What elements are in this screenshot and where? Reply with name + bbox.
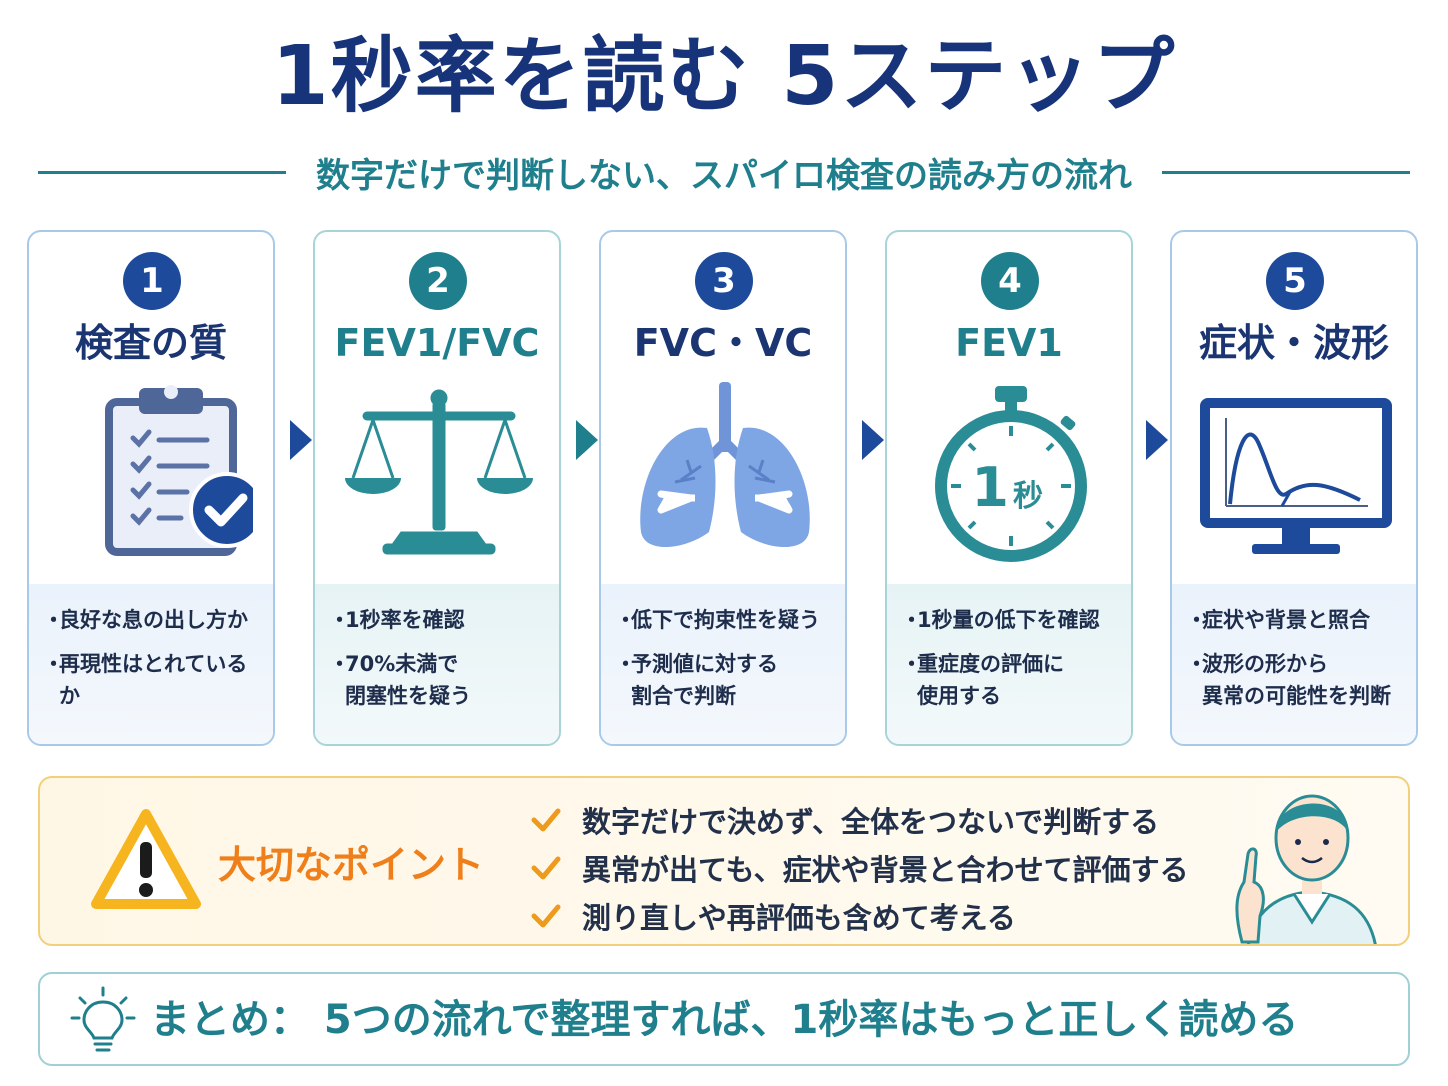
step-card-1: 1 検査の質 ・良好な息の出し方か ・再現性はとれているか <box>27 230 275 746</box>
bullet-item: ・重症度の評価に 使用する <box>901 652 1064 708</box>
subtitle: 数字だけで判断しない、スパイロ検査の読み方の流れ <box>316 155 1132 196</box>
check-icon <box>531 808 561 832</box>
step-card-4: 4 FEV1 1 秒 ・1秒量の低下を確認 ・重症度の評価に 使用する <box>885 230 1133 746</box>
bullet-item: ・1秒率を確認 <box>329 608 465 632</box>
step-number-badge: 3 <box>695 252 753 310</box>
step-heading: 症状・波形 <box>1198 321 1389 365</box>
step-bullets: ・1秒量の低下を確認 ・重症度の評価に 使用する <box>887 584 1131 744</box>
point-item: 異常が出ても、症状や背景と合わせて評価する <box>524 844 1189 892</box>
arrow-right-icon <box>290 420 312 460</box>
balance-scale-icon <box>345 389 533 555</box>
step-card-5: 5 症状・波形 ・症状や背景と照合 ・波形の形から 異常の可能性を判断 <box>1170 230 1418 746</box>
point-list: 数字だけで決めず、全体をつないで判断する 異常が出ても、症状や背景と合わせて評価… <box>524 796 1189 940</box>
stopwatch-icon: 1 秒 <box>935 386 1087 562</box>
summary-text: まとめ： 5つの流れで整理すれば、1秒率はもっと正しく読める <box>150 997 1299 1043</box>
bullet-item: ・良好な息の出し方か <box>43 608 248 632</box>
arrow-right-icon <box>1146 420 1168 460</box>
clipboard-check-icon <box>105 385 253 556</box>
subtitle-rule-left <box>38 170 286 174</box>
subtitle-row: 数字だけで判断しない、スパイロ検査の読み方の流れ <box>38 146 1410 198</box>
bullet-item: ・波形の形から 異常の可能性を判断 <box>1186 652 1391 708</box>
arrow-right-icon <box>576 420 598 460</box>
check-icon <box>531 856 561 880</box>
step-number-badge: 1 <box>123 252 181 310</box>
subtitle-rule-right <box>1162 170 1410 174</box>
step-bullets: ・良好な息の出し方か ・再現性はとれているか <box>29 584 273 744</box>
bullet-item: ・低下で拘束性を疑う <box>615 608 820 632</box>
step-heading: FVC・VC <box>633 321 813 365</box>
step-heading: 検査の質 <box>74 321 227 365</box>
step-bullets: ・症状や背景と照合 ・波形の形から 異常の可能性を判断 <box>1172 584 1416 744</box>
lightbulb-icon <box>70 986 136 1052</box>
check-icon <box>531 904 561 928</box>
step-card-3: 3 FVC・VC ・低下で拘束性を疑う ・予測値に対する 割合で判断 <box>599 230 847 746</box>
warning-icon <box>91 809 201 909</box>
bullet-item: ・1秒量の低下を確認 <box>901 608 1100 632</box>
stopwatch-number: 1 <box>971 456 1009 519</box>
summary-box: まとめ： 5つの流れで整理すれば、1秒率はもっと正しく読める <box>38 972 1410 1066</box>
step-bullets: ・1秒率を確認 ・70%未満で 閉塞性を疑う <box>315 584 559 744</box>
point-label: 大切なポイント <box>218 843 485 887</box>
step-number-badge: 4 <box>981 252 1039 310</box>
page-title: 1秒率を読む 5ステップ <box>271 29 1177 124</box>
arrow-right-icon <box>862 420 884 460</box>
monitor-waveform-icon <box>1200 398 1392 554</box>
point-item: 数字だけで決めず、全体をつないで判断する <box>524 796 1189 844</box>
lungs-icon <box>640 382 810 548</box>
step-bullets: ・低下で拘束性を疑う ・予測値に対する 割合で判断 <box>601 584 845 744</box>
bullet-item: ・70%未満で 閉塞性を疑う <box>329 652 471 708</box>
step-number-badge: 5 <box>1266 252 1324 310</box>
point-item: 測り直しや再評価も含めて考える <box>524 892 1189 940</box>
step-number-badge: 2 <box>409 252 467 310</box>
bullet-item: ・症状や背景と照合 <box>1186 608 1370 632</box>
step-card-2: 2 FEV1/FVC ・1秒率を確認 ・70%未満で 閉塞性を疑う <box>313 230 561 746</box>
step-heading: FEV1/FVC <box>334 321 540 365</box>
bullet-item: ・再現性はとれているか <box>43 652 248 708</box>
step-heading: FEV1 <box>955 321 1063 365</box>
bullet-item: ・予測値に対する 割合で判断 <box>615 652 778 708</box>
important-point-box: 大切なポイント 数字だけで決めず、全体をつないで判断する 異常が出ても、症状や背… <box>38 776 1410 946</box>
doctor-illustration-icon <box>1235 794 1377 944</box>
stopwatch-unit: 秒 <box>1013 479 1043 514</box>
